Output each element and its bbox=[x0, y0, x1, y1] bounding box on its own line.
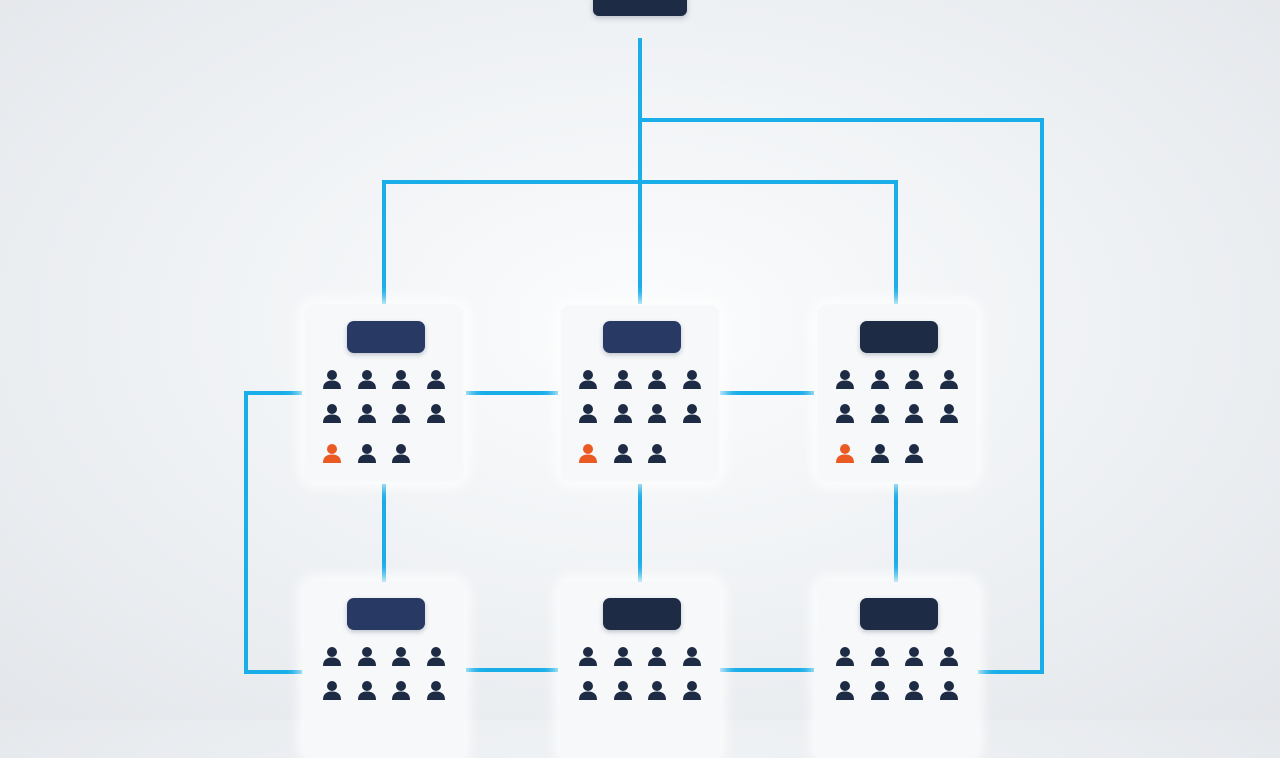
team-header[interactable] bbox=[860, 321, 938, 353]
person-icon bbox=[356, 679, 378, 701]
person-icon bbox=[577, 679, 599, 701]
person-icon bbox=[577, 368, 599, 390]
person-icon bbox=[938, 679, 960, 701]
team-header[interactable] bbox=[603, 598, 681, 630]
person-icon-highlighted bbox=[321, 442, 343, 464]
person-icon bbox=[321, 679, 343, 701]
person-icon bbox=[869, 402, 891, 424]
team-card[interactable] bbox=[818, 305, 976, 481]
team-card[interactable] bbox=[818, 582, 976, 758]
person-icon bbox=[612, 368, 634, 390]
person-icon bbox=[834, 368, 856, 390]
person-icon bbox=[390, 402, 412, 424]
person-icon bbox=[356, 645, 378, 667]
person-icon bbox=[425, 645, 447, 667]
person-icon bbox=[612, 442, 634, 464]
team-header[interactable] bbox=[347, 321, 425, 353]
person-icon bbox=[646, 679, 668, 701]
person-icon bbox=[646, 402, 668, 424]
person-icon bbox=[869, 442, 891, 464]
person-icon bbox=[869, 645, 891, 667]
team-card[interactable] bbox=[305, 582, 463, 758]
person-icon bbox=[577, 645, 599, 667]
person-icon-highlighted bbox=[577, 442, 599, 464]
team-header[interactable] bbox=[860, 598, 938, 630]
person-icon bbox=[646, 442, 668, 464]
person-icon bbox=[938, 402, 960, 424]
person-icon bbox=[425, 368, 447, 390]
person-icon bbox=[390, 645, 412, 667]
person-icon bbox=[869, 368, 891, 390]
person-icon bbox=[577, 402, 599, 424]
person-icon bbox=[681, 679, 703, 701]
person-icon bbox=[356, 442, 378, 464]
person-icon bbox=[834, 402, 856, 424]
team-header[interactable] bbox=[347, 598, 425, 630]
person-icon bbox=[681, 368, 703, 390]
person-icon bbox=[390, 679, 412, 701]
team-card[interactable] bbox=[561, 305, 719, 481]
connector-lines bbox=[244, 38, 1044, 674]
connector-line-1 bbox=[638, 118, 1044, 674]
person-icon bbox=[869, 679, 891, 701]
person-icon bbox=[903, 442, 925, 464]
person-icon bbox=[356, 402, 378, 424]
person-icon bbox=[681, 645, 703, 667]
person-icon-highlighted bbox=[834, 442, 856, 464]
person-icon bbox=[938, 368, 960, 390]
person-icon bbox=[903, 368, 925, 390]
person-icon bbox=[612, 645, 634, 667]
person-icon bbox=[321, 368, 343, 390]
person-icon bbox=[903, 645, 925, 667]
person-icon bbox=[938, 645, 960, 667]
person-icon bbox=[612, 679, 634, 701]
connector-line-5 bbox=[244, 391, 302, 674]
team-card[interactable] bbox=[561, 582, 719, 758]
person-icon bbox=[390, 368, 412, 390]
person-icon bbox=[356, 368, 378, 390]
person-icon bbox=[681, 402, 703, 424]
person-icon bbox=[425, 402, 447, 424]
person-icon bbox=[390, 442, 412, 464]
person-icon bbox=[903, 679, 925, 701]
person-icon bbox=[425, 679, 447, 701]
top-node[interactable] bbox=[593, 0, 687, 16]
team-card[interactable] bbox=[305, 305, 463, 481]
person-icon bbox=[321, 402, 343, 424]
person-icon bbox=[321, 645, 343, 667]
person-icon bbox=[903, 402, 925, 424]
person-icon bbox=[646, 368, 668, 390]
team-header[interactable] bbox=[603, 321, 681, 353]
person-icon bbox=[612, 402, 634, 424]
person-icon bbox=[834, 645, 856, 667]
person-icon bbox=[834, 679, 856, 701]
person-icon bbox=[646, 645, 668, 667]
